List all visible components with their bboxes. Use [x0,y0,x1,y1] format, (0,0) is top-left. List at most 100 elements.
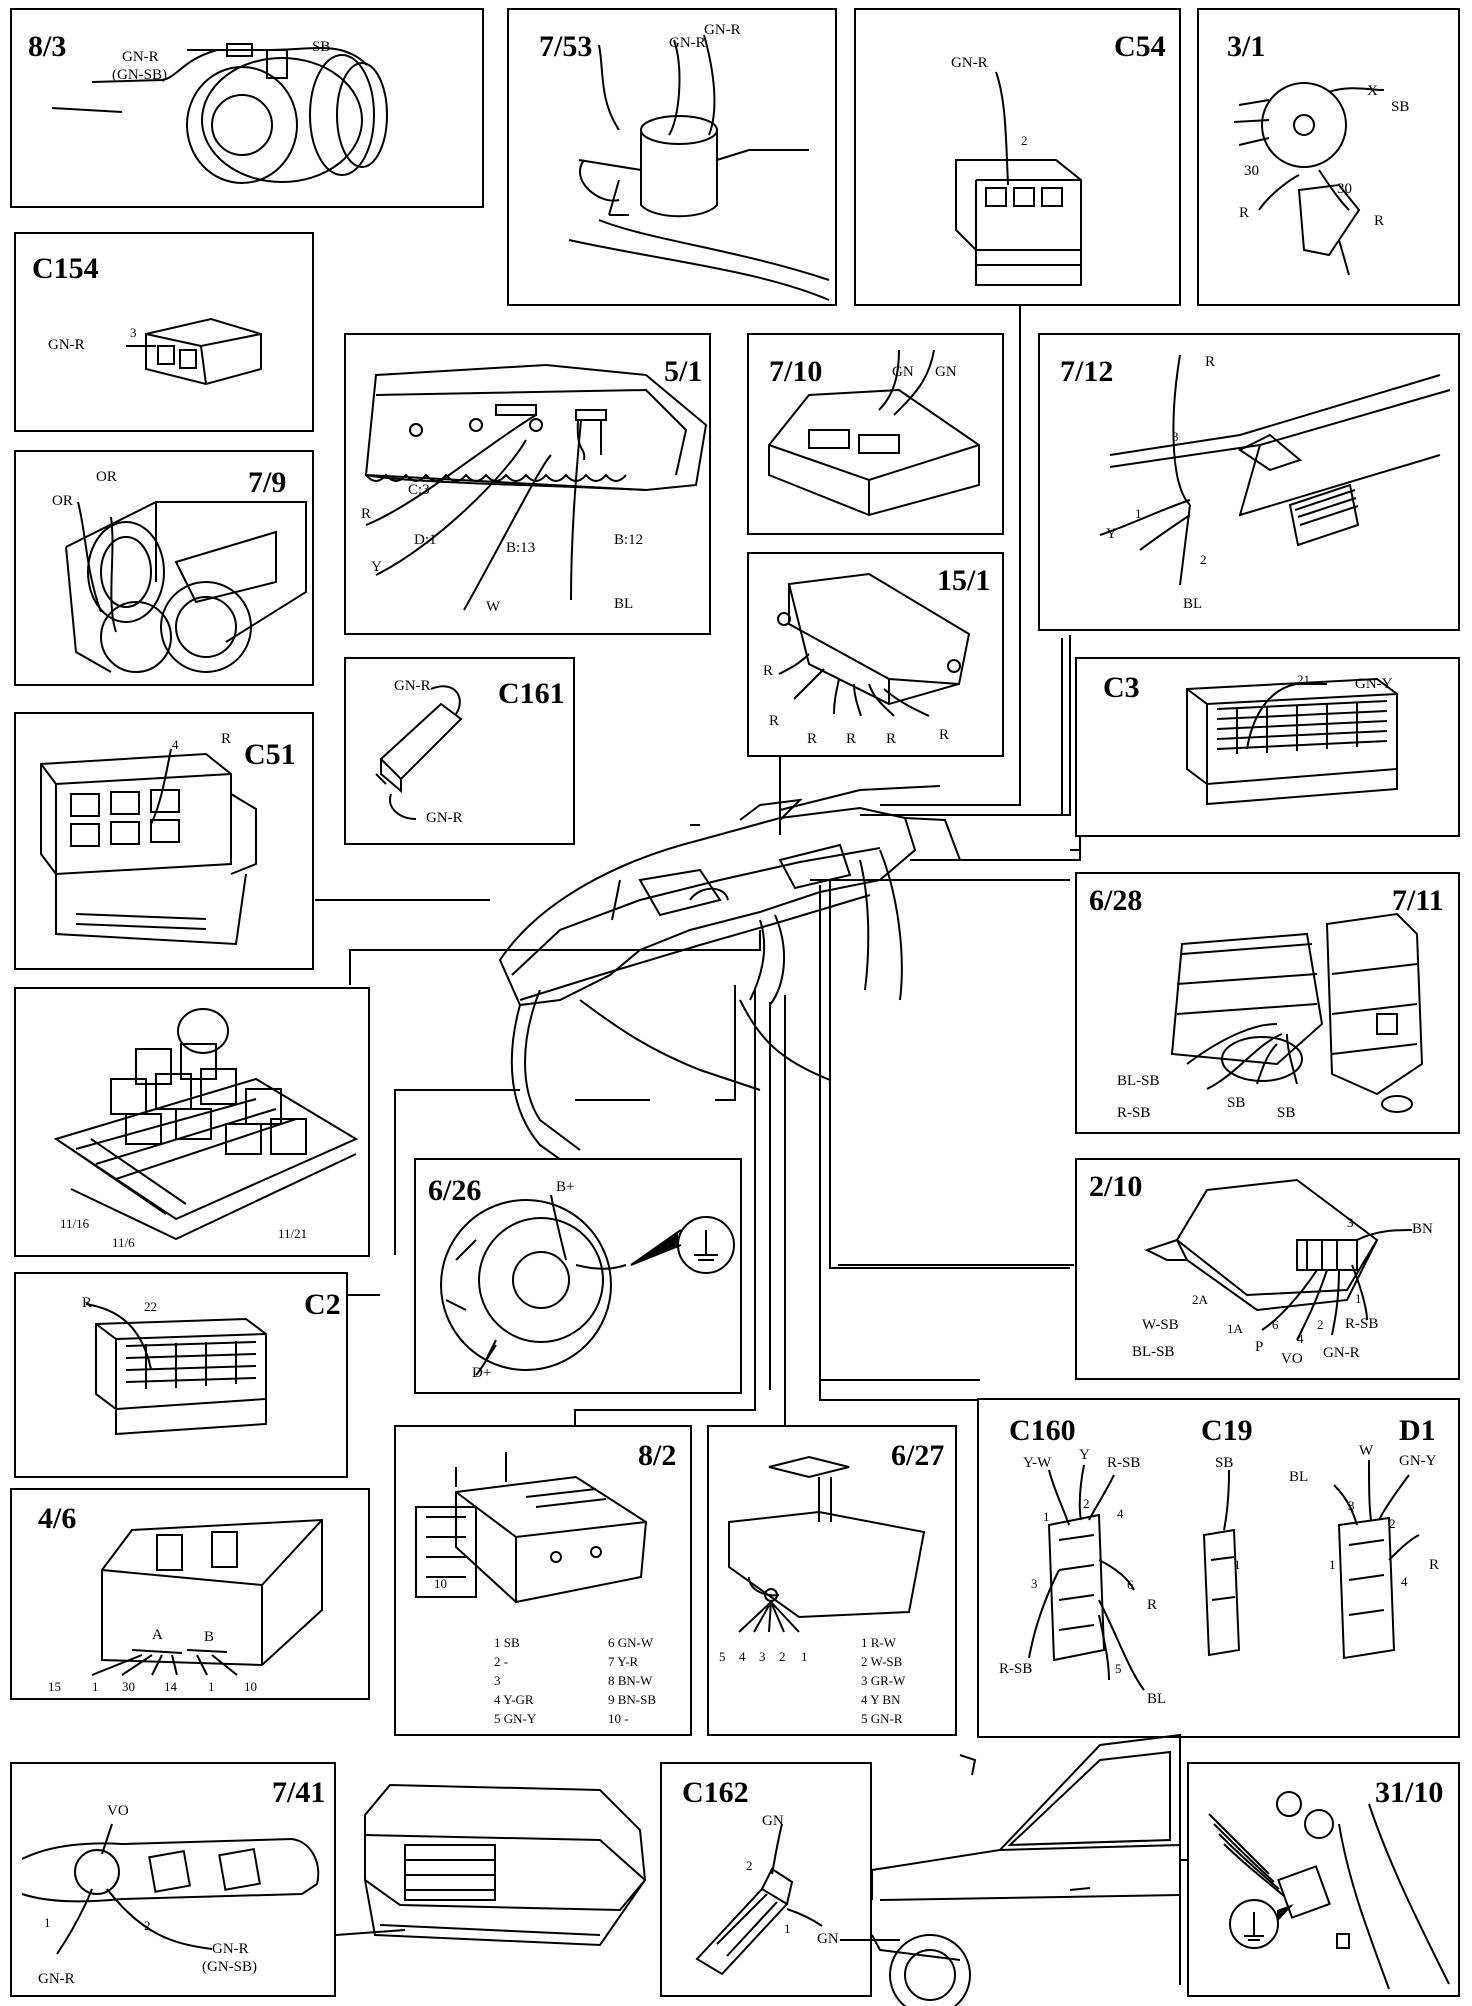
pin-label: 2 [1317,1317,1324,1332]
wire-label: W-SB [1142,1317,1179,1333]
pin-label: 30 [122,1679,135,1694]
pin-row: 9 BN-SB [608,1692,657,1707]
panel-c2: C2 R 22 [14,1272,348,1478]
panel-title: C54 [1114,30,1166,63]
wire-label: D:1 [414,532,437,548]
wire-label: B:13 [506,540,536,556]
relay-drawing [509,10,839,308]
pin-label: 1 [92,1679,99,1694]
panel-2-10: 2/10 3 BN 2A 1 W-SB 1A 6 R-SB BL-SB P 4 … [1075,1158,1460,1380]
pin-label: 1 [1135,506,1142,521]
wire-label: BL [1289,1469,1309,1485]
wire-label: GN-Y [1399,1453,1437,1469]
panel-title: 7/12 [1060,355,1114,388]
panel-7-41: 7/41 VO 1 2 GN-R (GN-SB) GN-R [10,1762,336,1997]
panel-title: 6/26 [428,1174,482,1207]
wire-label: R [807,731,818,747]
wire-label: BL [614,596,634,612]
panel-6-26: 6/26 B+ D+ [414,1158,742,1394]
wire-label: GN-R [1323,1345,1360,1361]
panel-title: C154 [32,252,99,285]
wire-label: C:3 [408,482,430,498]
wire-label: R [1205,354,1216,370]
panel-6-27: 6/27 5 4 3 2 1 1 R-W 2 W-SB 3 GR-W 4 Y B… [707,1425,957,1736]
panel-c162: C162 GN 2 1 GN [660,1762,872,1997]
pin-label: 4 [1297,1331,1304,1346]
wire-label: R [221,731,232,747]
pin-label: 2A [1192,1292,1208,1307]
pin-row: 10 - [608,1711,629,1726]
panel-title: C3 [1103,671,1140,704]
panel-title: 7/9 [248,466,287,499]
terminal-label: D+ [472,1365,492,1381]
control-unit-drawing [12,1490,372,1702]
panel-6-28-7-11: 6/28 7/11 BL-SB R-SB SB SB [1075,872,1460,1134]
wire-label: GN-R [38,1971,75,1987]
wire-label: SB [1227,1095,1246,1111]
connector-drawing [16,234,316,434]
control-module-drawing [749,554,1006,759]
wire-label: GN-Y [1355,676,1393,692]
pin-label: 3 [130,325,137,340]
wire-label: BL [1147,1691,1167,1707]
pin-label: 10 [244,1679,257,1694]
pin-list-left: 1 SB 2 - 3 4 Y-GR 5 GN-Y [494,1633,536,1728]
wire-label: SB [1391,99,1410,115]
pin-label: 2 [1389,1516,1396,1531]
pin-label: 1 [1329,1557,1336,1572]
wire-label: GN-R [426,810,463,826]
relay-label: 11/21 [278,1226,308,1241]
wire-label: OR [96,469,117,485]
pin-label: 5 [1115,1661,1122,1676]
panel-title: C161 [498,677,565,710]
pin-label: 4 [172,737,179,752]
pin-label: 21 [1297,672,1310,687]
wire-label: GN-R [669,35,706,51]
panel-title: 8/2 [638,1439,677,1472]
panel-title: 31/10 [1375,1776,1444,1809]
pin-label: 1 [1043,1509,1050,1524]
wire-label: VO [1281,1351,1303,1367]
wire-label: R [1429,1557,1440,1573]
pin-label: 14 [164,1679,177,1694]
pin-label: 2 [1021,133,1028,148]
wire-label: (GN-SB) [112,67,167,83]
pin-label: 15 [48,1679,61,1694]
panel-title: 2/10 [1089,1170,1143,1203]
pin-list-right: 6 GN-W 7 Y-R 8 BN-W 9 BN-SB 10 - [608,1633,656,1728]
wire-label: GN-R [48,337,85,353]
heater-control-drawing [749,335,1006,537]
pin-label: 2 [144,1918,151,1933]
wire-label: R [1239,205,1250,221]
ac-compressor-drawing [12,10,486,210]
pin-list: 1 R-W 2 W-SB 3 GR-W 4 Y BN 5 GN-R [861,1633,905,1728]
panel-8-2: 8/2 10 1 SB 2 - 3 4 Y-GR 5 GN-Y 6 GN-W 7… [394,1425,692,1736]
panel-relay-box: 11/16 11/6 11/21 [14,987,370,1257]
wire-label: R-SB [1107,1455,1141,1471]
wire-label: SB [1277,1105,1296,1121]
pin-label: 4 [1401,1574,1408,1589]
wire-label: R [82,1295,93,1311]
connector-label: 10 [434,1576,447,1591]
wire-label: B:12 [614,532,644,548]
wire-label: GN-R [951,55,988,71]
panel-title: 6/27 [891,1439,945,1472]
pin-row: 2 - [494,1654,509,1669]
pin-label: 2 [1200,552,1207,567]
panel-title: 8/3 [28,30,67,63]
connector-block-drawing [16,1274,350,1480]
panel-title-secondary: 7/11 [1392,884,1444,917]
control-module-drawing [1077,1160,1462,1382]
relay-label: 11/16 [60,1216,90,1231]
connector-label: A [152,1627,163,1643]
pin-label: 3 [1172,429,1179,444]
panel-5-1: 5/1 C:3 R D:1 Y B:13 W B:12 BL [344,333,711,635]
relay-box-drawing [16,989,372,1259]
panel-title: 6/28 [1089,884,1143,917]
wire-label: Y [1106,526,1117,542]
panel-title: C51 [244,738,296,771]
wire-label: Y [371,559,382,575]
pin-row: 5 GN-R [861,1711,903,1726]
wire-label: 30 [1337,181,1352,197]
wire-label: X [1367,83,1378,99]
